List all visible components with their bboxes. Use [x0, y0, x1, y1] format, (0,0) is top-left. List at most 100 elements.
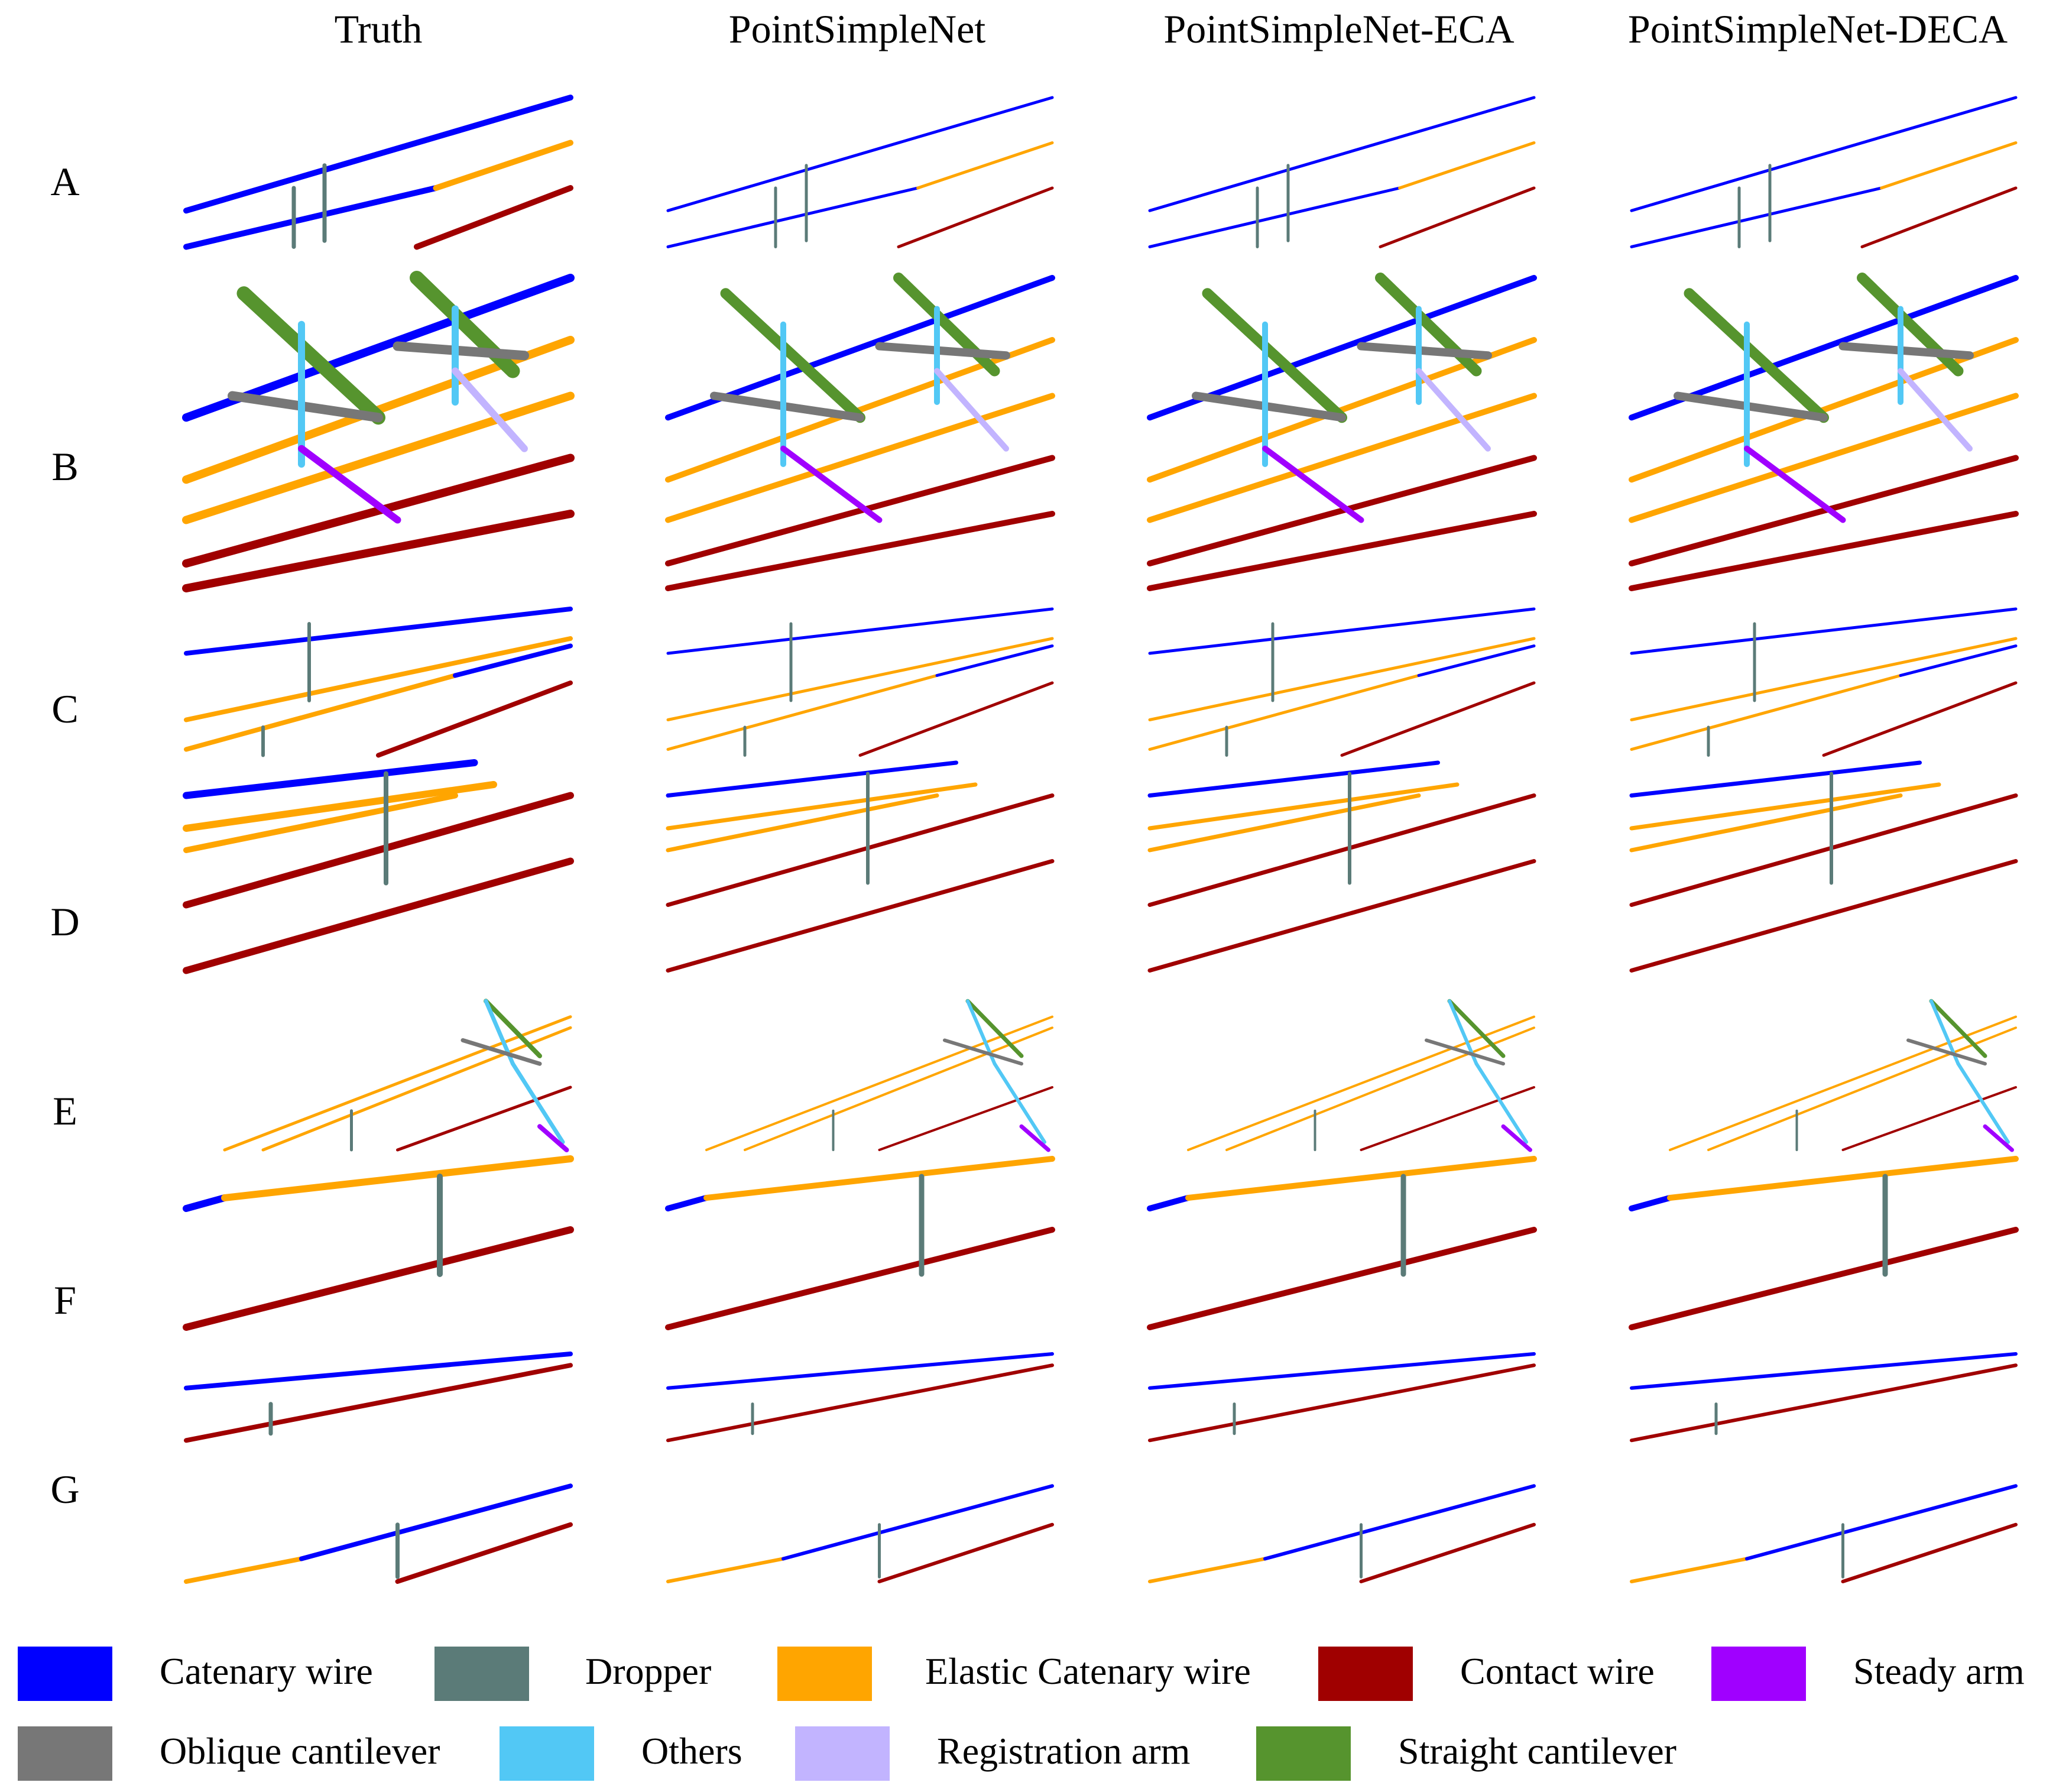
segment-registration [1898, 368, 1973, 452]
segment-contact [877, 1522, 1054, 1583]
panel-row-e-col-4 [1669, 999, 2017, 1152]
segment-contact [1147, 793, 1536, 907]
column-title-pointsimplenet-deca: PointSimpleNet-DECA [1627, 7, 2008, 51]
segment-catenary [1745, 1484, 2018, 1561]
segment-elastic [916, 141, 1054, 190]
panel-row-g-col-2 [666, 1352, 1054, 1583]
row-label-e: E [53, 1088, 77, 1133]
panel-row-g-col-1 [184, 1352, 573, 1584]
segment-contact [665, 1227, 1055, 1330]
segment-contact [184, 1363, 573, 1443]
segment-elastic [665, 393, 1055, 523]
segment-catenary [299, 1483, 573, 1561]
segment-catenary [935, 644, 1054, 677]
segment-elastic [1630, 674, 1902, 751]
segment-others [1956, 1062, 2010, 1144]
segment-elastic [1629, 793, 1903, 853]
segment-catenary [1148, 1352, 1536, 1390]
segment-catenary [1417, 644, 1536, 677]
panel-row-c-col-1 [184, 607, 573, 758]
segment-elastic [183, 792, 458, 853]
panel-row-f-col-1 [183, 1155, 574, 1331]
segment-contact [1147, 1227, 1537, 1330]
segment-contact [1629, 1227, 2019, 1330]
segment-catenary [666, 1352, 1054, 1390]
segment-steady [298, 445, 401, 524]
segment-elastic [1148, 637, 1536, 721]
segment-elastic [183, 781, 497, 832]
segment-contact [182, 510, 575, 592]
segment-elastic [184, 673, 458, 752]
segment-straight [720, 288, 865, 423]
panel-row-a-col-2 [666, 96, 1054, 248]
segment-elastic [1147, 393, 1537, 523]
segment-elastic [1629, 782, 1941, 831]
segment-contact [414, 185, 573, 250]
legend-swatch-others [500, 1726, 594, 1781]
segment-elastic [705, 1015, 1053, 1151]
column-title-truth: Truth [334, 7, 423, 51]
panel-row-a-col-1 [183, 95, 573, 250]
legend-label-others: Others [641, 1730, 742, 1772]
panel-row-a-col-3 [1148, 96, 1536, 248]
segment-oblique [393, 341, 529, 361]
segment-contact [1629, 511, 2019, 591]
segment-contact [1629, 455, 2019, 566]
panel-row-f-col-2 [665, 1156, 1055, 1330]
segment-contact [1629, 859, 2018, 973]
legend-swatch-contact-wire [1318, 1647, 1413, 1701]
legend-label-dropper: Dropper [585, 1650, 712, 1692]
segment-contact [878, 1086, 1053, 1151]
segment-catenary [183, 95, 573, 214]
segment-catenary [1148, 96, 1536, 212]
row-label-d: D [50, 899, 80, 944]
panel-row-e-col-1 [223, 999, 572, 1152]
segment-elastic [184, 1556, 304, 1584]
segment-elastic [184, 636, 573, 722]
segment-contact [666, 793, 1055, 907]
segment-catenary [183, 759, 478, 799]
panel-row-g-col-3 [1148, 1352, 1536, 1583]
segment-oblique [228, 391, 383, 423]
segment-catenary [1148, 607, 1536, 655]
legend-swatch-steady-arm [1711, 1647, 1806, 1701]
segment-straight [236, 286, 385, 425]
segment-elastic [1667, 1156, 2019, 1201]
segment-catenary [1899, 644, 2018, 677]
segment-catenary [1147, 275, 1537, 421]
segment-catenary [453, 643, 573, 678]
segment-contact [1860, 186, 2018, 248]
segment-elastic [666, 782, 978, 831]
segment-steady [1262, 445, 1364, 523]
segment-steady [1744, 445, 1846, 523]
segment-steady [1983, 1124, 2014, 1152]
panel-row-e-col-3 [1187, 999, 1535, 1152]
segment-contact [183, 792, 574, 909]
segment-others [993, 1062, 1046, 1144]
panel-row-e-col-2 [705, 999, 1053, 1152]
segment-elastic [1630, 637, 2018, 721]
panel-row-g-col-4 [1630, 1352, 2018, 1583]
segment-contact [183, 1226, 574, 1331]
segment-contact [1630, 1363, 2018, 1443]
legend-swatch-catenary-wire [18, 1647, 112, 1701]
panel-row-c-col-2 [666, 607, 1054, 757]
legend-swatch-oblique-cantilever [18, 1726, 112, 1781]
segment-oblique [1838, 342, 1974, 360]
segment-contact [897, 186, 1054, 248]
segment-contact [396, 1085, 572, 1152]
segment-contact [1148, 1363, 1536, 1443]
segment-straight [1684, 288, 1829, 423]
row-label-a: A [50, 159, 80, 204]
legend-label-elastic-catenary-wire: Elastic Catenary wire [925, 1650, 1251, 1692]
segment-elastic [1148, 1557, 1267, 1583]
segment-contact [395, 1522, 573, 1584]
row-label-b: B [51, 444, 79, 489]
legend-swatch-elastic-catenary-wire [777, 1647, 872, 1701]
segment-others [1474, 1062, 1528, 1144]
segment-catenary [1630, 96, 2018, 212]
segment-catenary [1263, 1484, 1536, 1561]
segment-catenary [184, 1352, 573, 1391]
segment-elastic [666, 793, 939, 853]
segment-elastic [666, 637, 1054, 721]
